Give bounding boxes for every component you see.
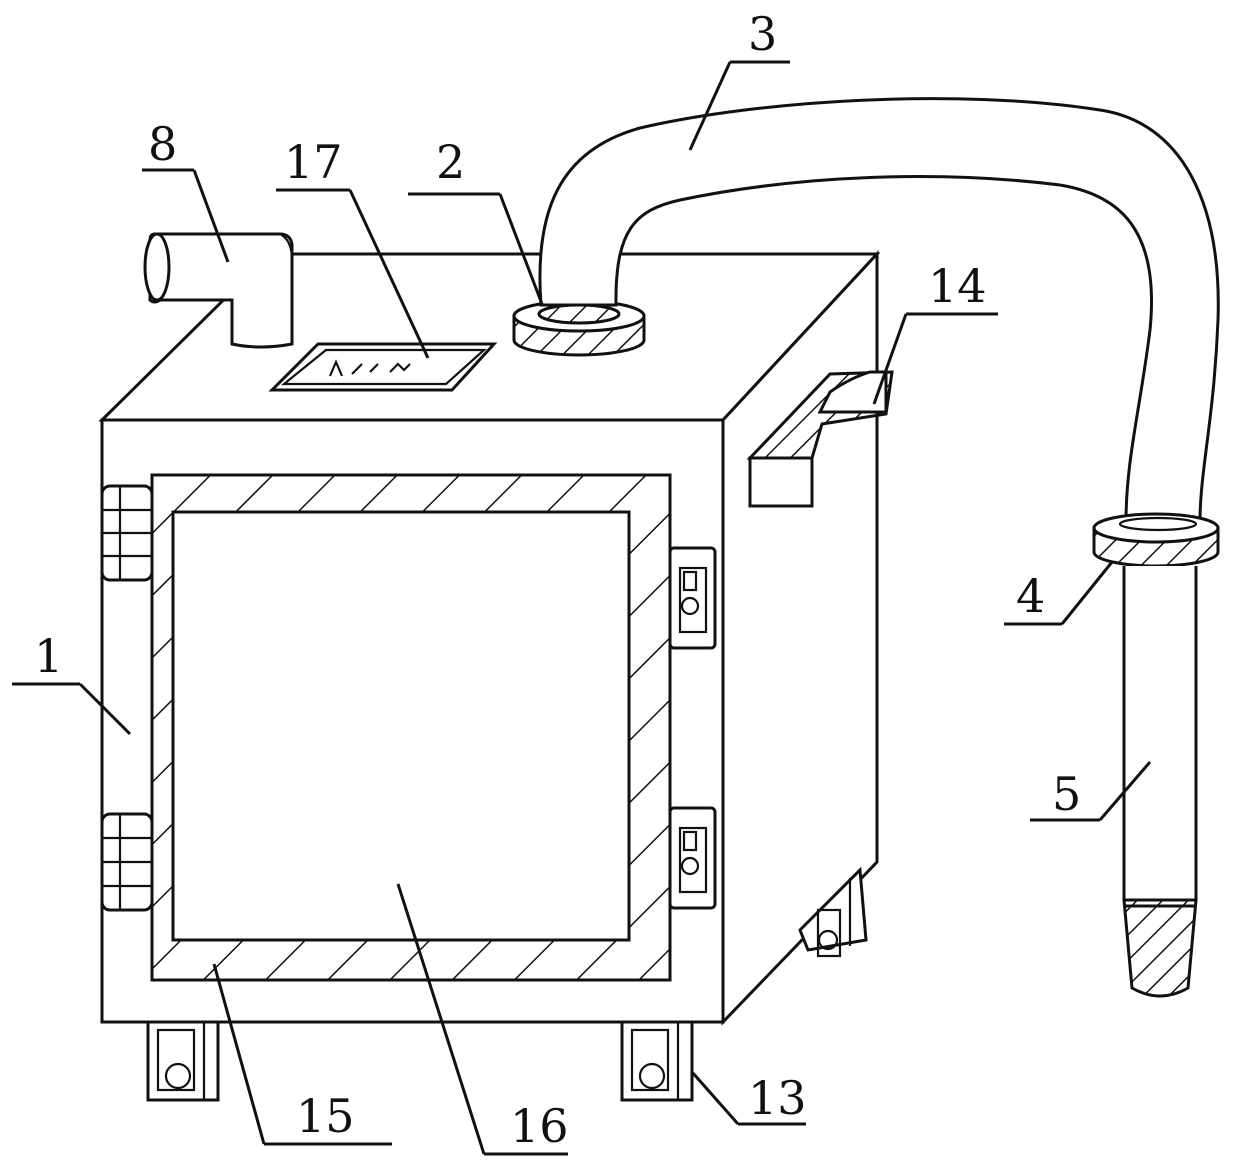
label-2: 2 [436, 135, 465, 189]
label-14: 14 [928, 259, 987, 313]
label-5: 5 [1052, 767, 1081, 821]
hose-connector [514, 301, 644, 355]
latch-upper [670, 548, 715, 648]
label-16: 16 [510, 1099, 569, 1153]
hinge-lower [102, 814, 152, 910]
label-3: 3 [748, 7, 777, 61]
label-8: 8 [148, 117, 177, 171]
label-13: 13 [748, 1071, 807, 1125]
label-15: 15 [296, 1089, 355, 1143]
wheel-front-left [148, 1022, 218, 1100]
wheel-front-right [622, 1022, 692, 1100]
hinge-upper [102, 486, 152, 580]
label-1: 1 [34, 629, 63, 683]
latch-lower [670, 808, 715, 908]
clamp-ring [1094, 514, 1218, 566]
label-17: 17 [284, 135, 343, 189]
label-4: 4 [1016, 569, 1045, 623]
door-panel [173, 512, 629, 940]
